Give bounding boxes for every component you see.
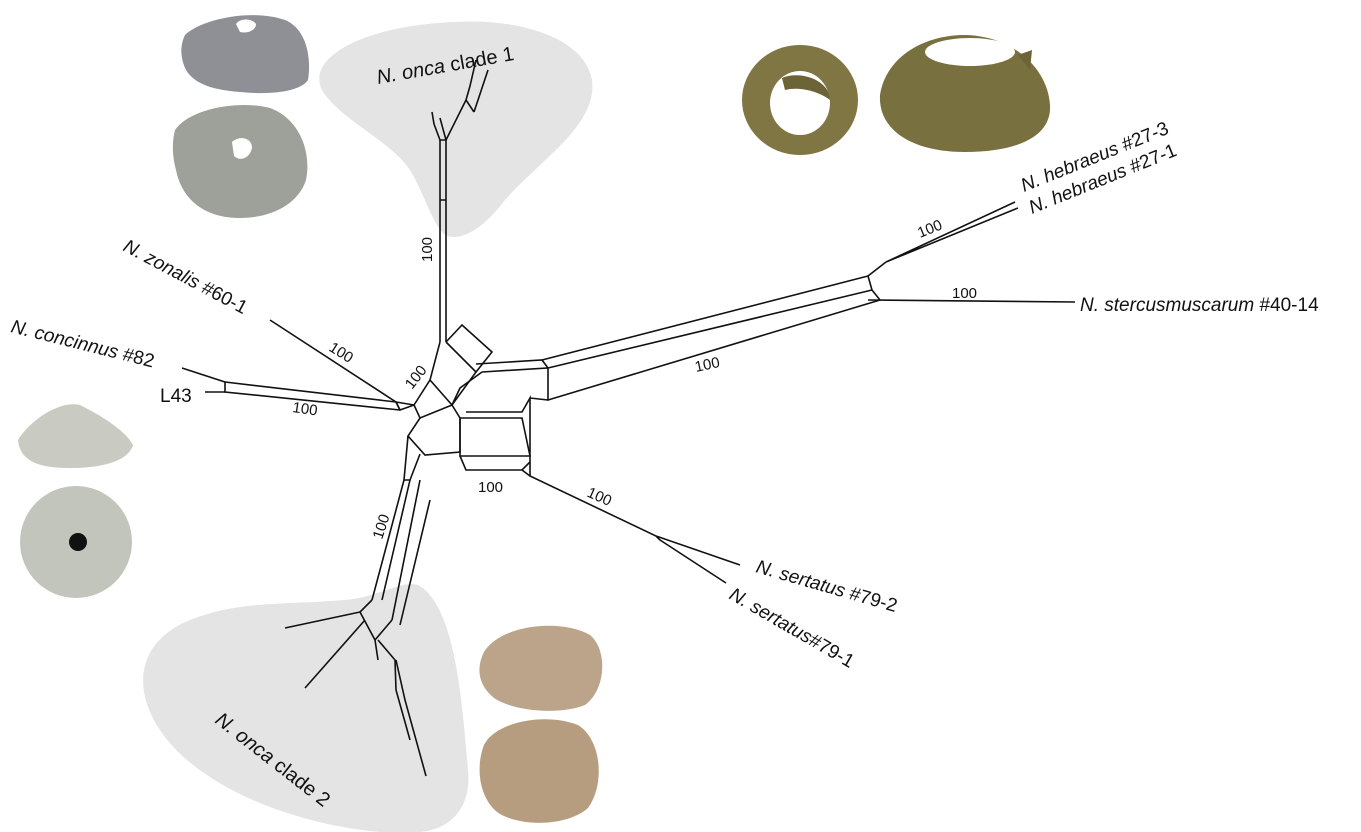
bootstrap-sertatus-inner: 100 [478,479,503,496]
bootstrap-clade1-stem: 100 [419,237,436,262]
taxon-concinnus: N. concinnus #82 [9,316,157,372]
shell-photo-tan-bottom [480,719,599,823]
bootstrap-center-left: 100 [402,362,431,392]
shell-photo-white-side [18,404,133,468]
shell-photo-tan-top [479,626,602,711]
shell-photo-olive-cup [880,35,1050,152]
bootstrap-concinnus-l43: 100 [291,399,318,419]
bootstrap-zonalis: 100 [326,339,356,367]
taxon-zonalis: N. zonalis #60-1 [120,236,251,319]
bootstrap-sertatus-stem: 100 [584,484,614,510]
shell-photo-olive-ring [742,45,858,155]
bootstrap-hebraeus-group-stem: 100 [693,354,721,376]
bootstrap-clade2-stem: 100 [370,512,394,541]
shell-photo-grey-top [181,15,309,93]
bootstrap-stercusmuscarum: 100 [952,285,977,302]
bootstrap-hebraeus: 100 [915,217,945,242]
shell-photo-white-top [20,486,132,598]
taxon-l43: L43 [160,386,192,407]
shell-photo-grey-bottom [173,105,308,218]
taxon-stercusmuscarum: N. stercusmuscarum #40-14 [1080,295,1319,316]
